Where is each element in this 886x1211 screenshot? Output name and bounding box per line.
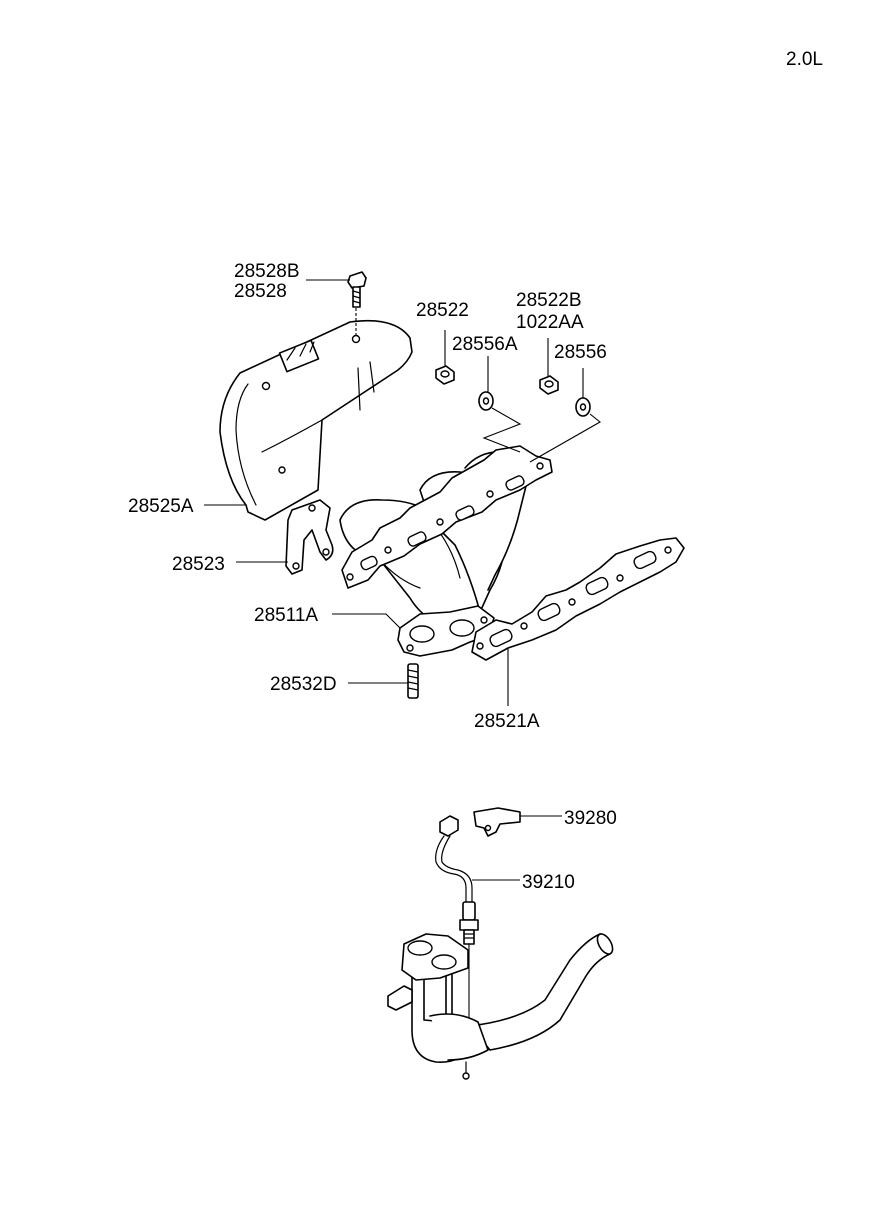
callout-28556: 28556 bbox=[554, 342, 607, 363]
callout-28532D: 28532D bbox=[270, 674, 337, 695]
exhaust-manifold[interactable] bbox=[339, 445, 553, 657]
washer-28556[interactable] bbox=[575, 397, 591, 417]
manifold-gasket[interactable] bbox=[471, 537, 685, 661]
heat-shield-label-plate bbox=[278, 339, 320, 373]
callout-28522B: 28522B bbox=[516, 290, 582, 311]
callout-28523: 28523 bbox=[172, 554, 225, 575]
front-pipe[interactable] bbox=[387, 931, 616, 1080]
washer-28556A[interactable] bbox=[478, 391, 494, 411]
callout-39280: 39280 bbox=[564, 808, 617, 829]
bolt-28528[interactable] bbox=[347, 271, 367, 308]
heat-shield[interactable] bbox=[219, 319, 413, 521]
bracket-28523[interactable] bbox=[285, 499, 334, 575]
callout-28525A: 28525A bbox=[128, 496, 194, 517]
callout-28528: 28528 bbox=[234, 281, 287, 302]
oxygen-sensor-39210[interactable] bbox=[435, 815, 479, 945]
upper-leaders bbox=[204, 330, 601, 706]
nut-28522[interactable] bbox=[435, 365, 455, 385]
sensor-bracket-39280[interactable] bbox=[473, 807, 521, 837]
nut-28522B[interactable] bbox=[539, 375, 559, 395]
callout-28522: 28522 bbox=[416, 300, 469, 321]
callout-28521A: 28521A bbox=[474, 711, 540, 732]
stud-28532D[interactable] bbox=[407, 663, 419, 699]
callout-39210: 39210 bbox=[522, 872, 575, 893]
callout-28528B: 28528B bbox=[234, 261, 300, 282]
callout-1022AA: 1022AA bbox=[516, 312, 584, 333]
callout-28511A: 28511A bbox=[254, 605, 318, 626]
engine-label: 2.0L bbox=[786, 49, 823, 70]
callout-28556A: 28556A bbox=[452, 334, 518, 355]
